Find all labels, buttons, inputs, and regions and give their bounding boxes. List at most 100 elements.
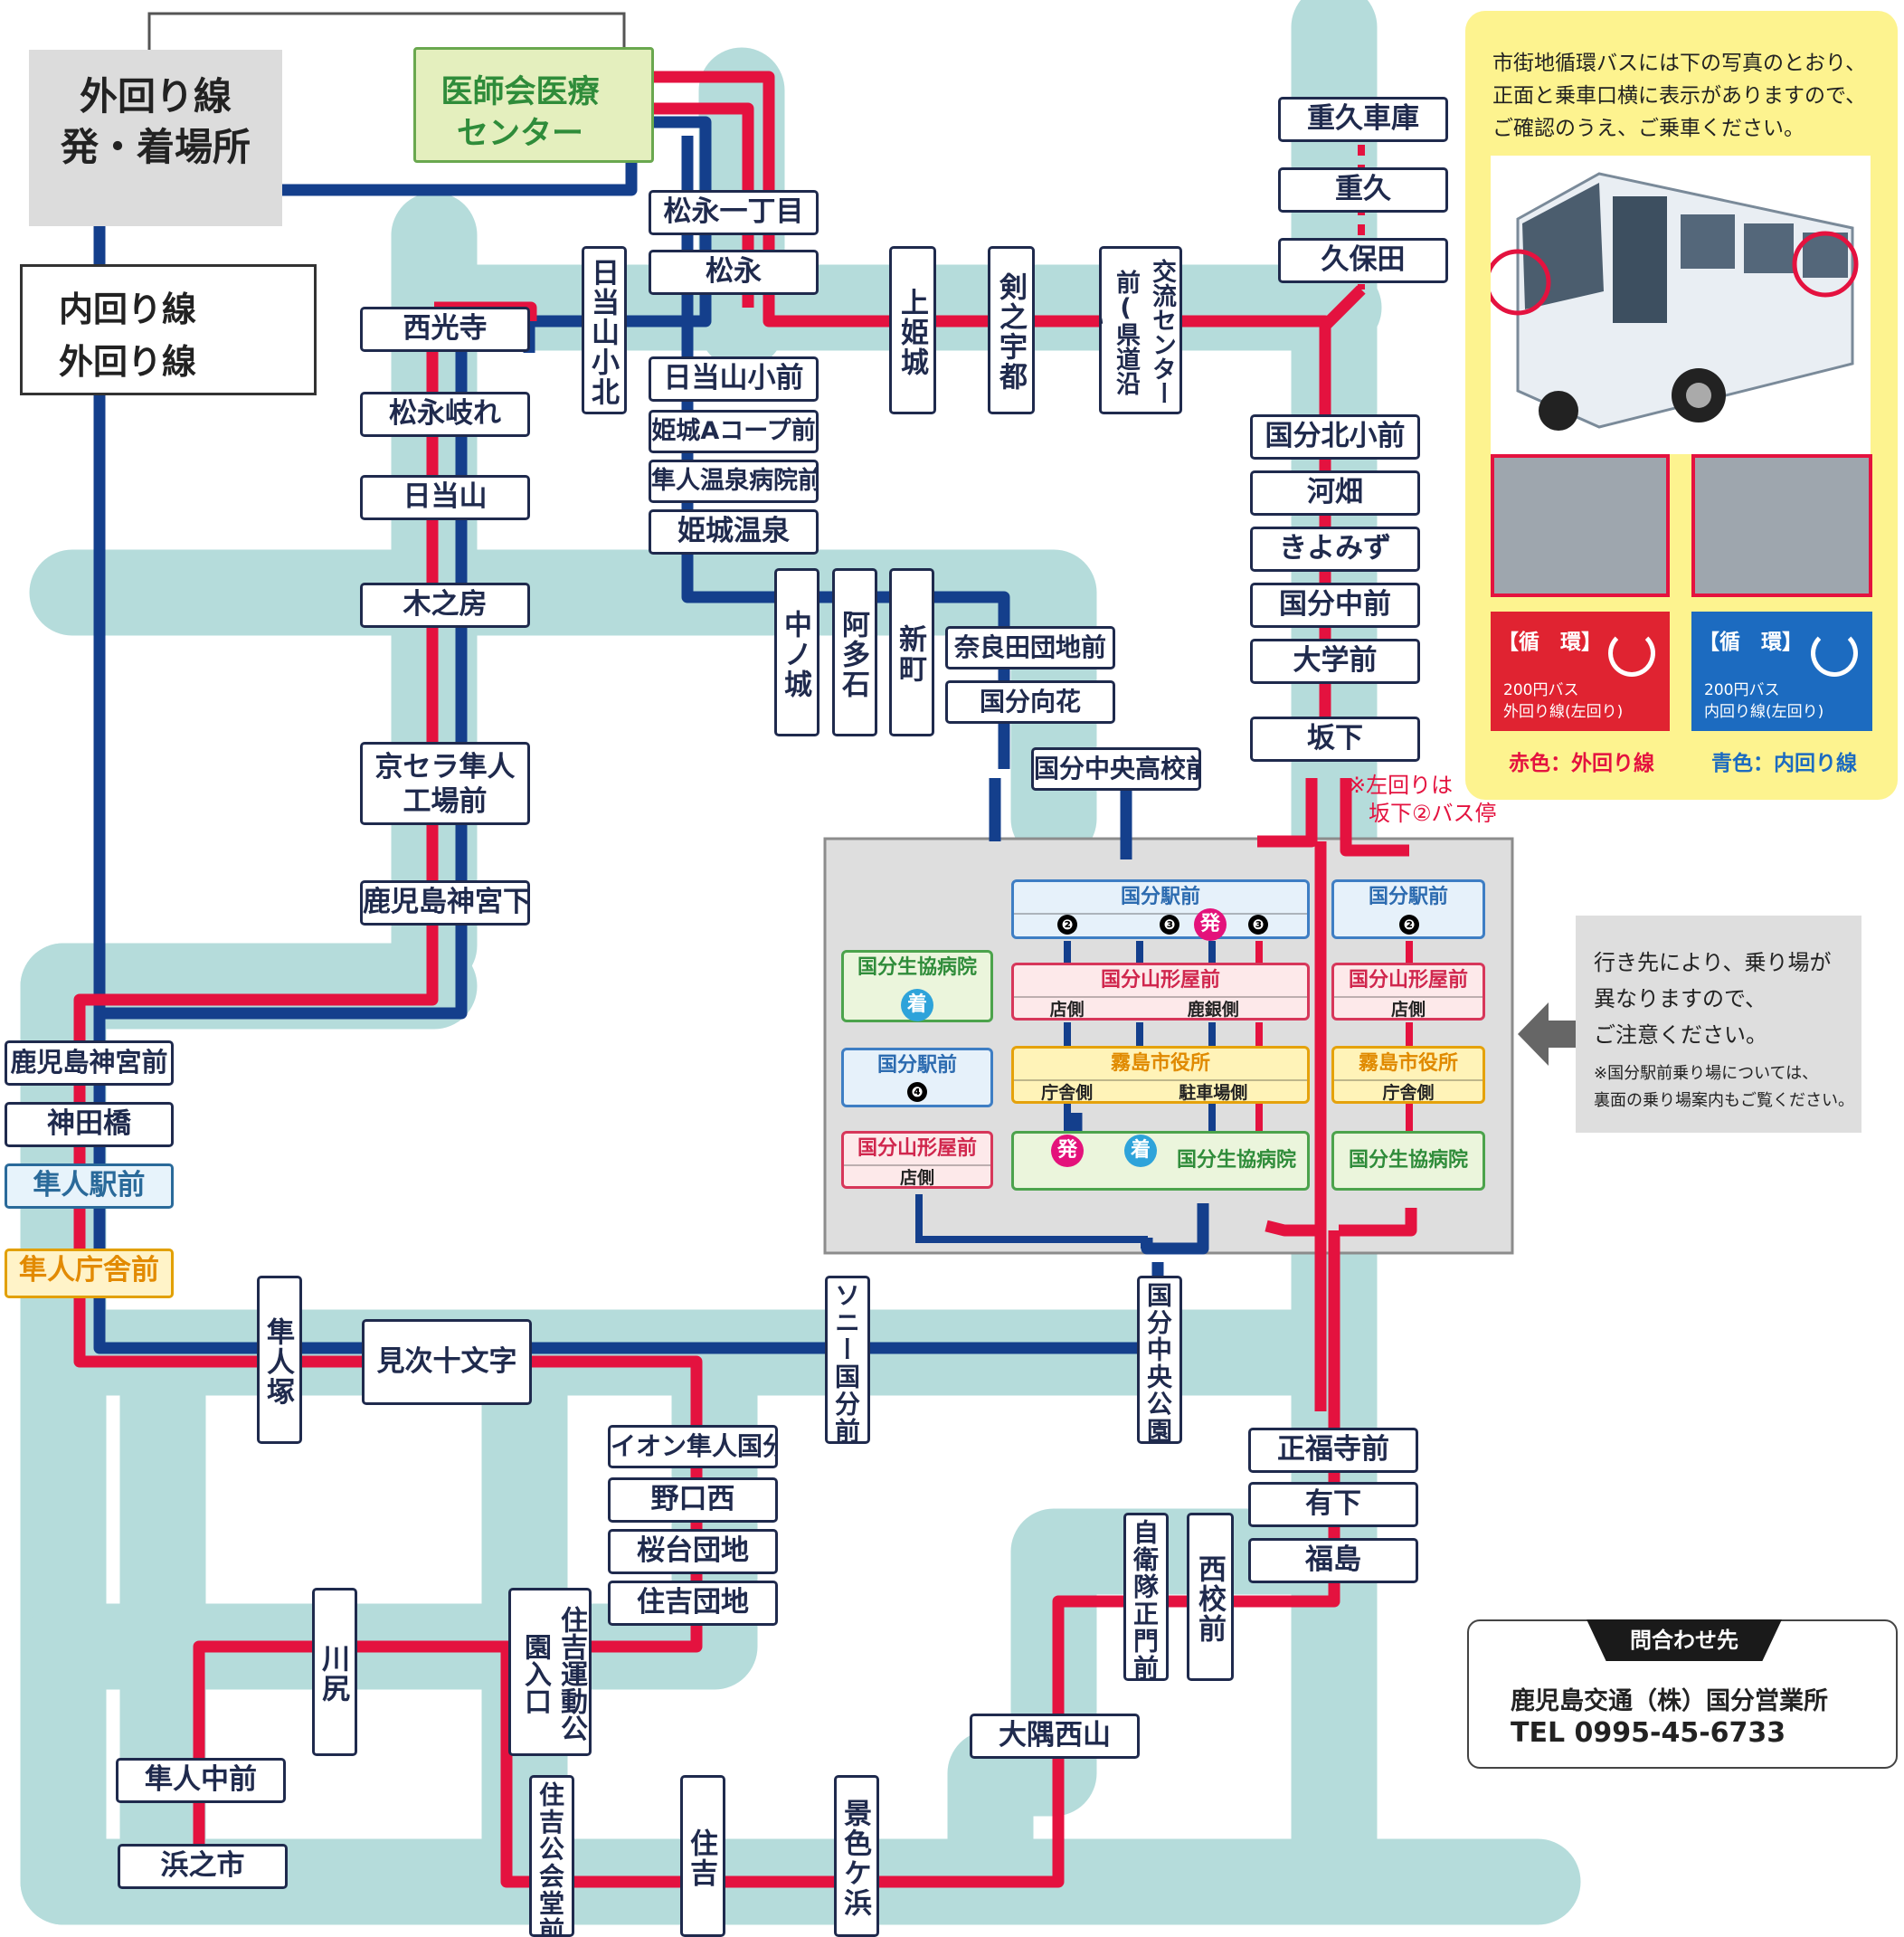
stop-atashi: 阿多石	[832, 568, 877, 736]
hub-arrive-badge-left: 着	[901, 989, 933, 1021]
stop-kokubu-kita-sho: 国分北小前	[1250, 414, 1420, 460]
hub-number-2-right: ❷	[1399, 915, 1419, 935]
hub-yamagataya-right-a: 店側	[1334, 996, 1482, 1021]
info-line-2: 正面と乗車口横に表示がありますので、	[1492, 84, 1867, 108]
stop-kokubu-chuo-ko: 国分中央高校前	[1031, 747, 1201, 791]
stop-jingu-mae: 鹿児島神宮前	[5, 1040, 174, 1086]
stop-fukushima: 福島	[1248, 1538, 1418, 1583]
stop-saikoji: 西光寺	[360, 307, 530, 352]
origin-terminal: 医師会医療 センター	[413, 47, 654, 163]
blue-sign-photo	[1691, 454, 1872, 597]
hub-seikyo-center-label: 国分生協病院	[1177, 1149, 1297, 1172]
hub-yamagataya-left-a: 店側	[844, 1164, 990, 1190]
origin-name-2: センター	[456, 116, 583, 152]
hub-yamagataya-center-a: 店側	[1049, 1000, 1085, 1020]
hub-yamagataya-center-b: 鹿銀側	[1187, 1000, 1239, 1020]
hub-station-center-sub	[1014, 913, 1307, 940]
stop-kokubu-chuo-koen: 国分中央公園	[1137, 1276, 1182, 1444]
stop-kyocera-line1: 京セラ隼人	[374, 751, 516, 783]
hub-depart-badge-bottom: 発	[1051, 1135, 1084, 1167]
stop-nishi-ko: 西校前	[1187, 1513, 1234, 1681]
notice-line-3: ご注意ください。	[1594, 1022, 1767, 1048]
hub-number-4: ❹	[907, 1082, 927, 1102]
red-sign-line1: 200円バス	[1503, 681, 1579, 699]
blue-sign-line1: 200円バス	[1704, 681, 1780, 699]
stop-kubota: 久保田	[1278, 238, 1448, 283]
stop-shigehisa: 重久	[1278, 167, 1448, 213]
stop-mitsugi: 見次十文字	[362, 1319, 532, 1405]
stop-hinatayama-sho: 日当山小前	[649, 356, 819, 402]
hub-seikyo-left: 国分生協病院	[841, 950, 993, 1022]
stop-himeki-coop: 姫城Aコープ前	[649, 410, 819, 453]
hub-yamagataya-left-label: 国分山形屋前	[857, 1137, 977, 1160]
notice-small-2: 裏面の乗り場案内もご覧ください。	[1594, 1091, 1854, 1110]
bus-illustration	[1484, 172, 1859, 431]
hub-city-hall-center-label: 霧島市役所	[1110, 1052, 1210, 1075]
notice-arrow	[1518, 1002, 1578, 1066]
stop-sumiyoshi-danchi: 住吉団地	[608, 1581, 778, 1626]
hub-yamagataya-center-label: 国分山形屋前	[1100, 969, 1220, 992]
stop-hayato-chu: 隼人中前	[116, 1758, 286, 1803]
info-line-3: ご確認のうえ、ご乗車ください。	[1492, 117, 1805, 140]
stop-matsunaga1: 松永一丁目	[649, 190, 819, 235]
hub-city-hall-center: 霧島市役所 庁舎側 駐車場側	[1011, 1046, 1310, 1104]
hub-seikyo-right-label: 国分生協病院	[1348, 1149, 1468, 1172]
red-sign-title: 【循 環】	[1498, 631, 1602, 654]
stop-shofukuji: 正福寺前	[1248, 1428, 1418, 1473]
stop-sumiyoshi-kokaido: 住吉公会堂前	[529, 1775, 574, 1937]
hub-yamagataya-left: 国分山形屋前 店側	[841, 1131, 993, 1189]
stop-arishita: 有下	[1248, 1482, 1418, 1527]
stop-kobatake: 河畑	[1250, 470, 1420, 516]
bus-info-panel: 市街地循環バスには下の写真のとおり、 正面と乗車口横に表示がありますので、 ご確…	[1465, 11, 1898, 800]
stop-sakashita: 坂下	[1250, 717, 1420, 762]
stop-kandabashi: 神田橋	[5, 1102, 174, 1147]
stop-hinatayama-shohoku: 日当山小北	[582, 246, 627, 414]
hub-yamagataya-center: 国分山形屋前 店側 鹿銀側	[1011, 963, 1310, 1021]
hub-number-3-a: ❸	[1160, 915, 1179, 935]
stop-hamanoichi: 浜之市	[118, 1844, 288, 1889]
stop-hayato-eki: 隼人駅前	[5, 1163, 174, 1209]
red-sign-line2: 外回り線(左回り)	[1503, 703, 1624, 721]
blue-sign-title: 【循 環】	[1699, 631, 1803, 654]
bus-photo	[1484, 156, 1871, 454]
stop-daigaku: 大学前	[1250, 639, 1420, 684]
stop-shigehisa-garage: 重久車庫	[1278, 97, 1448, 142]
stop-sumiyoshi-undo: 住吉運動公園入口	[508, 1588, 592, 1756]
stop-kyocera-line2: 工場前	[403, 785, 488, 818]
hub-city-hall-center-a: 庁舎側	[1041, 1083, 1094, 1103]
stop-himeki-onsen: 姫城温泉	[649, 509, 819, 555]
stop-sumiyoshi: 住吉	[680, 1775, 725, 1937]
blue-sign: 【循 環】 200円バス 内回り線(左回り)	[1691, 612, 1872, 731]
hub-city-hall-right-label: 霧島市役所	[1358, 1052, 1458, 1075]
contact-box: 問合わせ先 鹿児島交通（株）国分営業所 TEL 0995-45-6733	[1467, 1619, 1898, 1769]
stop-sony: ソニー国分前	[825, 1276, 870, 1444]
sakashita-note-2: 坂下②バス停	[1369, 801, 1497, 826]
hub-city-hall-center-b: 駐車場側	[1179, 1083, 1248, 1103]
hub-station-center-label: 国分駅前	[1120, 886, 1200, 908]
stop-narada: 奈良田団地前	[945, 626, 1115, 669]
inner-legend-label: 内回り線	[59, 290, 197, 329]
blue-sign-line2: 内回り線(左回り)	[1704, 703, 1824, 721]
red-sign-photo	[1491, 454, 1670, 597]
hub-station-right-label: 国分駅前	[1368, 886, 1448, 908]
hub-number-2-center: ❷	[1057, 915, 1077, 935]
stop-aeon: イオン隼人国分	[608, 1425, 778, 1468]
stop-kami-himeki: 上姫城	[889, 246, 936, 414]
line-legend-box: 内回り線 外回り線	[20, 264, 317, 395]
hub-station-left-label: 国分駅前	[876, 1054, 957, 1077]
origin-name-1: 医師会医療	[440, 74, 600, 110]
stop-kinobo: 木之房	[360, 583, 530, 628]
stop-kiyomizu: きよみず	[1250, 527, 1420, 572]
stop-hayato-onsen: 隼人温泉病院前	[649, 460, 819, 503]
stop-hayato-chosha: 隼人庁舎前	[5, 1249, 174, 1298]
stop-shinmachi: 新町	[889, 568, 934, 736]
red-sign: 【循 環】 200円バス 外回り線(左回り)	[1491, 612, 1670, 731]
stop-nakanojo: 中ノ城	[774, 568, 819, 736]
stop-kennouto: 剣之宇都	[988, 246, 1035, 414]
blue-caption: 青色：内回り線	[1711, 752, 1857, 775]
stop-matsunaga-wakare: 松永岐れ	[360, 392, 530, 437]
stop-matsunaga: 松永	[649, 250, 819, 295]
hub-yamagataya-center-sides: 店側 鹿銀側	[1014, 996, 1307, 1021]
hub-number-3-b: ❸	[1248, 915, 1268, 935]
stop-kawashiri: 川尻	[312, 1588, 357, 1756]
